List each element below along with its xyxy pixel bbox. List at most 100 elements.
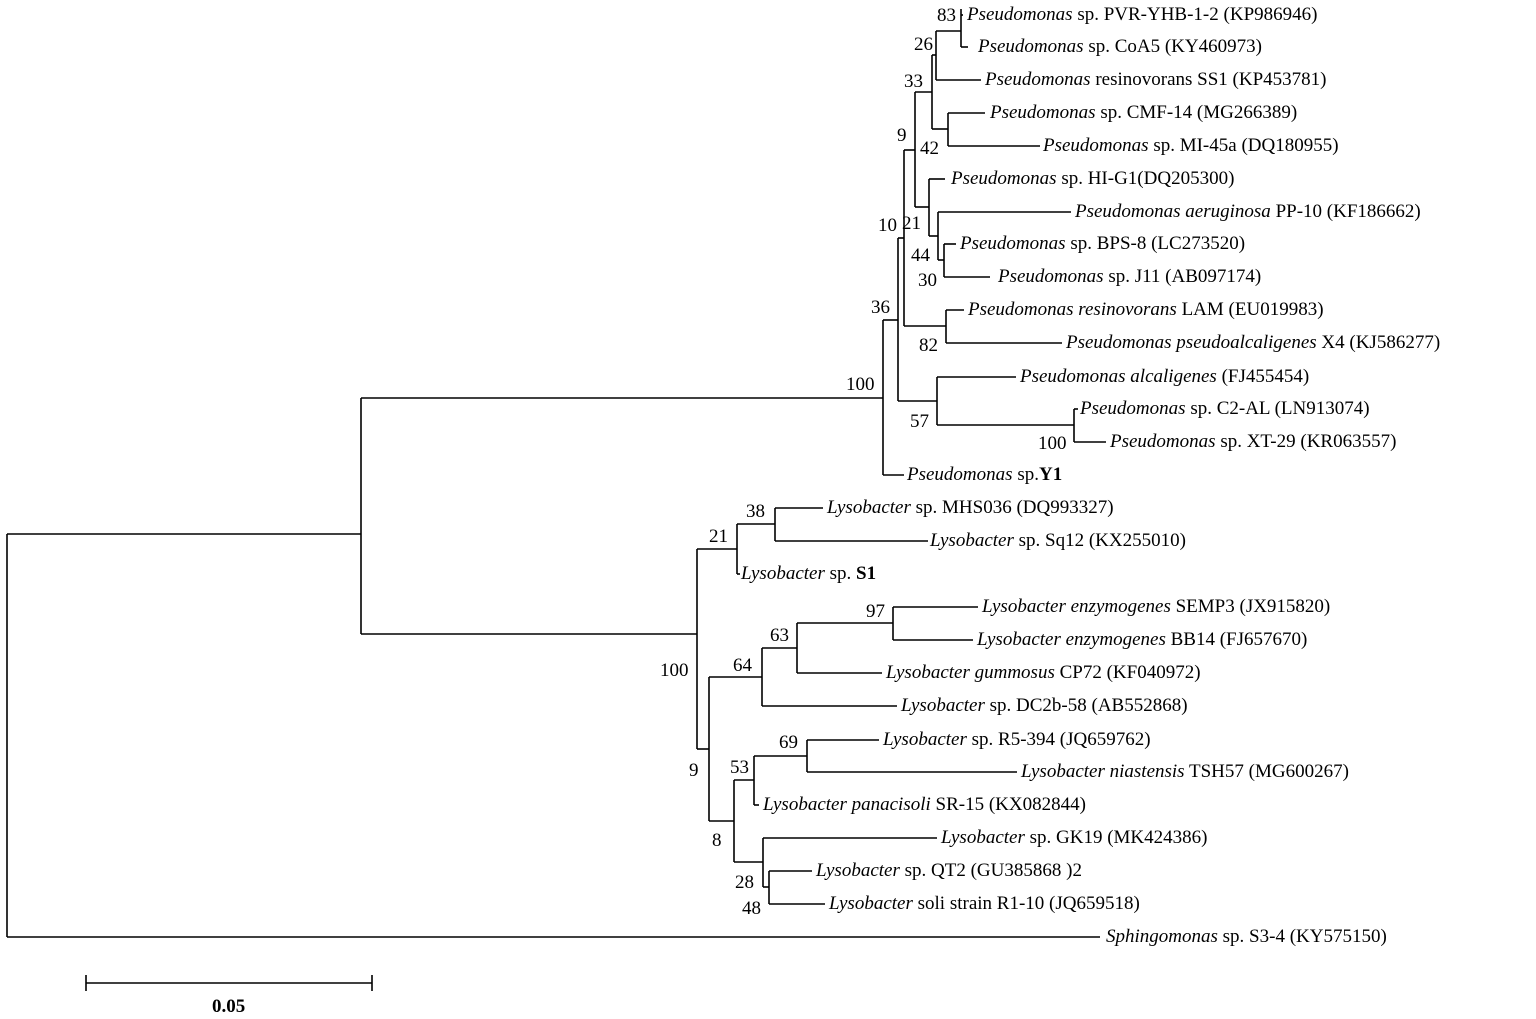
- taxon-strain: BB14 (FJ657670): [1165, 629, 1308, 650]
- taxon-label: Pseudomonas resinovorans LAM (EU019983): [968, 300, 1324, 319]
- taxon-label: Lysobacter sp. GK19 (MK424386): [941, 828, 1207, 847]
- taxon-label: Pseudomonas sp. XT-29 (KR063557): [1110, 432, 1396, 451]
- taxon-label: Lysobacter niastensis TSH57 (MG600267): [1021, 762, 1349, 781]
- taxon-genus: Lysobacter niastensis: [1021, 761, 1185, 782]
- taxon-strain: sp. HI-G1(DQ205300): [1056, 168, 1235, 189]
- taxon-genus: Sphingomonas: [1106, 926, 1218, 947]
- taxon-genus: Lysobacter enzymogenes: [982, 596, 1171, 617]
- bootstrap-value: 44: [911, 245, 930, 266]
- taxon-strain: soli strain R1-10 (JQ659518): [912, 893, 1140, 914]
- taxon-genus: Pseudomonas resinovorans: [968, 299, 1177, 320]
- bootstrap-value: 9: [897, 125, 907, 146]
- taxon-strain: resinovorans SS1 (KP453781): [1090, 69, 1327, 90]
- bootstrap-value: 26: [914, 34, 933, 55]
- taxon-label: Lysobacter sp. R5-394 (JQ659762): [883, 730, 1151, 749]
- taxon-strain: CP72 (KF040972): [1054, 662, 1201, 683]
- taxon-strain: sp. CMF-14 (MG266389): [1095, 102, 1298, 123]
- bootstrap-value: 9: [689, 760, 699, 781]
- taxon-label: Pseudomonas sp. PVR-YHB-1-2 (KP986946): [967, 5, 1317, 24]
- taxon-genus: Pseudomonas: [1110, 431, 1216, 452]
- taxon-genus: Lysobacter: [827, 497, 911, 518]
- taxon-genus: Pseudomonas: [990, 102, 1096, 123]
- taxon-strain: sp. CoA5 (KY460973): [1083, 36, 1262, 57]
- taxon-label: Pseudomonas sp. J11 (AB097174): [998, 267, 1261, 286]
- taxon-genus: Pseudomonas: [907, 464, 1013, 485]
- taxon-genus: Pseudomonas alcaligenes: [1020, 366, 1217, 387]
- taxon-label: Lysobacter enzymogenes SEMP3 (JX915820): [982, 597, 1330, 616]
- taxon-label: Pseudomonas resinovorans SS1 (KP453781): [985, 70, 1326, 89]
- taxon-genus: Lysobacter gummosus: [886, 662, 1055, 683]
- taxon-genus: Lysobacter enzymogenes: [977, 629, 1166, 650]
- taxon-strain: sp. GK19 (MK424386): [1024, 827, 1208, 848]
- bootstrap-value: 42: [920, 138, 939, 159]
- taxon-strain: sp.: [824, 563, 857, 584]
- taxon-label: Pseudomonas aeruginosa PP-10 (KF186662): [1075, 202, 1421, 221]
- taxon-label: Pseudomonas sp.Y1: [907, 465, 1062, 484]
- bootstrap-value: 100: [846, 374, 875, 395]
- bootstrap-value: 36: [871, 297, 890, 318]
- taxon-genus: Pseudomonas: [978, 36, 1084, 57]
- bootstrap-value: 53: [730, 757, 749, 778]
- taxon-label: Pseudomonas sp. MI-45a (DQ180955): [1043, 136, 1339, 155]
- bootstrap-value: 82: [919, 335, 938, 356]
- taxon-strain: sp. MHS036 (DQ993327): [910, 497, 1114, 518]
- taxon-strain: sp. MI-45a (DQ180955): [1148, 135, 1339, 156]
- bootstrap-value: 30: [918, 270, 937, 291]
- taxon-label: Lysobacter sp. S1: [741, 564, 876, 583]
- bootstrap-value: 21: [709, 526, 728, 547]
- taxon-label: Lysobacter sp. Sq12 (KX255010): [930, 531, 1186, 550]
- taxon-genus: Pseudomonas: [998, 266, 1104, 287]
- bootstrap-value: 100: [660, 660, 689, 681]
- bootstrap-value: 28: [735, 872, 754, 893]
- taxon-label: Sphingomonas sp. S3-4 (KY575150): [1106, 927, 1387, 946]
- taxon-label: Lysobacter sp. QT2 (GU385868 )2: [816, 861, 1082, 880]
- taxon-genus: Lysobacter: [741, 563, 825, 584]
- bootstrap-value: 100: [1038, 433, 1067, 454]
- bootstrap-value: 33: [904, 71, 923, 92]
- taxon-label: Pseudomonas sp. CMF-14 (MG266389): [990, 103, 1297, 122]
- taxon-genus: Lysobacter panacisoli: [763, 794, 931, 815]
- taxon-label: Pseudomonas alcaligenes (FJ455454): [1020, 367, 1309, 386]
- taxon-label: Lysobacter panacisoli SR-15 (KX082844): [763, 795, 1086, 814]
- bootstrap-value: 69: [779, 732, 798, 753]
- bootstrap-value: 48: [742, 898, 761, 919]
- taxon-strain: sp. PVR-YHB-1-2 (KP986946): [1072, 4, 1318, 25]
- taxon-strain: sp. QT2 (GU385868 )2: [899, 860, 1082, 881]
- taxon-label: Lysobacter sp. MHS036 (DQ993327): [827, 498, 1114, 517]
- taxon-genus: Pseudomonas: [1043, 135, 1149, 156]
- taxon-strain: sp. Sq12 (KX255010): [1013, 530, 1186, 551]
- taxon-strain: sp. J11 (AB097174): [1103, 266, 1262, 287]
- bootstrap-value: 63: [770, 625, 789, 646]
- taxon-genus: Pseudomonas: [1080, 398, 1186, 419]
- taxon-genus: Lysobacter: [930, 530, 1014, 551]
- bootstrap-value: 8: [712, 830, 722, 851]
- taxon-genus: Lysobacter: [883, 729, 967, 750]
- taxon-strain: sp. BPS-8 (LC273520): [1065, 233, 1246, 254]
- taxon-strain: SR-15 (KX082844): [930, 794, 1086, 815]
- taxon-label: Lysobacter sp. DC2b-58 (AB552868): [901, 696, 1188, 715]
- taxon-label: Pseudomonas sp. CoA5 (KY460973): [978, 37, 1262, 56]
- taxon-genus: Pseudomonas pseudoalcaligenes: [1066, 332, 1317, 353]
- taxon-strain: TSH57 (MG600267): [1184, 761, 1349, 782]
- taxon-label: Pseudomonas sp. HI-G1(DQ205300): [951, 169, 1234, 188]
- taxon-genus: Pseudomonas aeruginosa: [1075, 201, 1271, 222]
- taxon-label: Pseudomonas sp. C2-AL (LN913074): [1080, 399, 1370, 418]
- taxon-label: Lysobacter soli strain R1-10 (JQ659518): [829, 894, 1140, 913]
- taxon-strain: LAM (EU019983): [1176, 299, 1324, 320]
- scale-bar-label: 0.05: [212, 996, 246, 1017]
- bootstrap-value: 97: [866, 601, 885, 622]
- taxon-genus: Lysobacter: [829, 893, 913, 914]
- taxon-genus: Pseudomonas: [967, 4, 1073, 25]
- taxon-label: Lysobacter gummosus CP72 (KF040972): [886, 663, 1201, 682]
- taxon-genus: Pseudomonas: [951, 168, 1057, 189]
- taxon-label: Lysobacter enzymogenes BB14 (FJ657670): [977, 630, 1307, 649]
- taxon-strain: sp. C2-AL (LN913074): [1185, 398, 1370, 419]
- bootstrap-value: 83: [937, 5, 956, 26]
- bootstrap-value: 21: [902, 213, 921, 234]
- taxon-strain: sp. S3-4 (KY575150): [1217, 926, 1387, 947]
- taxon-genus: Lysobacter: [901, 695, 985, 716]
- taxon-strain: sp. R5-394 (JQ659762): [966, 729, 1151, 750]
- taxon-bold-id: Y1: [1038, 464, 1063, 485]
- taxon-strain: sp. DC2b-58 (AB552868): [984, 695, 1188, 716]
